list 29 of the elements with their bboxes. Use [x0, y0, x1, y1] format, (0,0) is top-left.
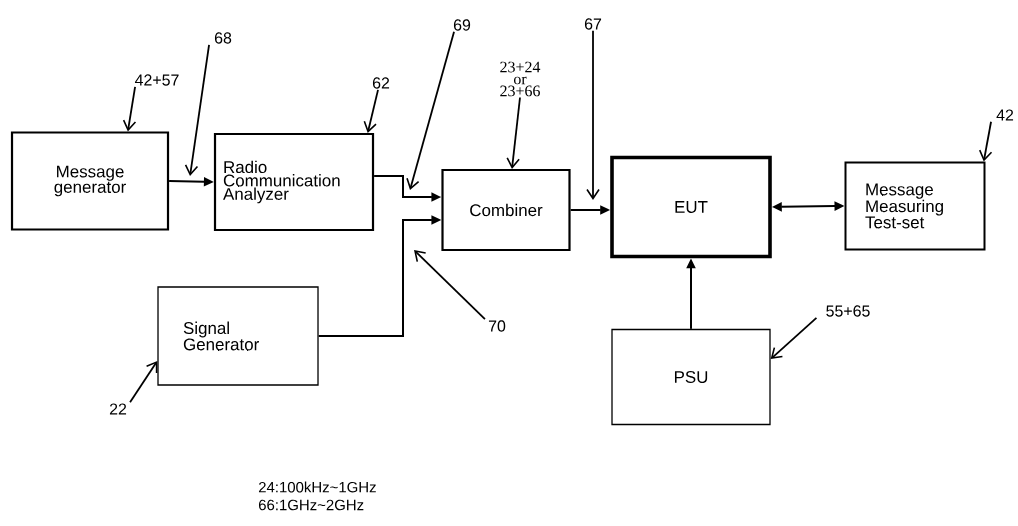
note-text: 24:100kHz~1GHz — [258, 481, 376, 493]
block-box: Message generator — [10, 131, 170, 231]
leader-line — [406, 30, 455, 190]
leader-line — [414, 250, 486, 321]
leader-line — [363, 88, 379, 133]
block-box: PSU — [611, 328, 771, 426]
callout-number: 69 — [453, 19, 471, 31]
leader-line — [184, 43, 210, 176]
note-text: 66:1GHz~2GHz — [258, 499, 364, 511]
block-box: Radio Communication Analyzer — [213, 132, 375, 232]
callout-number: 42+57 — [135, 74, 179, 86]
block-box: Combiner — [441, 168, 571, 252]
callout-number: 42 — [996, 109, 1014, 121]
leader-line — [129, 360, 158, 404]
leader-line — [770, 316, 818, 360]
callout-number: 70 — [488, 320, 506, 332]
callout-number: 23+24 or 23+66 — [500, 61, 541, 97]
leader-line — [586, 29, 600, 200]
callout-number: 68 — [214, 32, 232, 44]
block-box: EUT — [610, 155, 772, 259]
leader-line — [122, 85, 137, 132]
callout-number: 22 — [109, 403, 127, 415]
leader-line — [978, 120, 993, 162]
leader-line — [506, 96, 521, 169]
callout-number: 62 — [372, 77, 390, 89]
block-box: Message Measuring Test-set — [844, 161, 986, 251]
block-box: Signal Generator — [157, 286, 319, 386]
callout-number: 67 — [584, 18, 602, 30]
callout-number: 55+65 — [826, 305, 870, 317]
